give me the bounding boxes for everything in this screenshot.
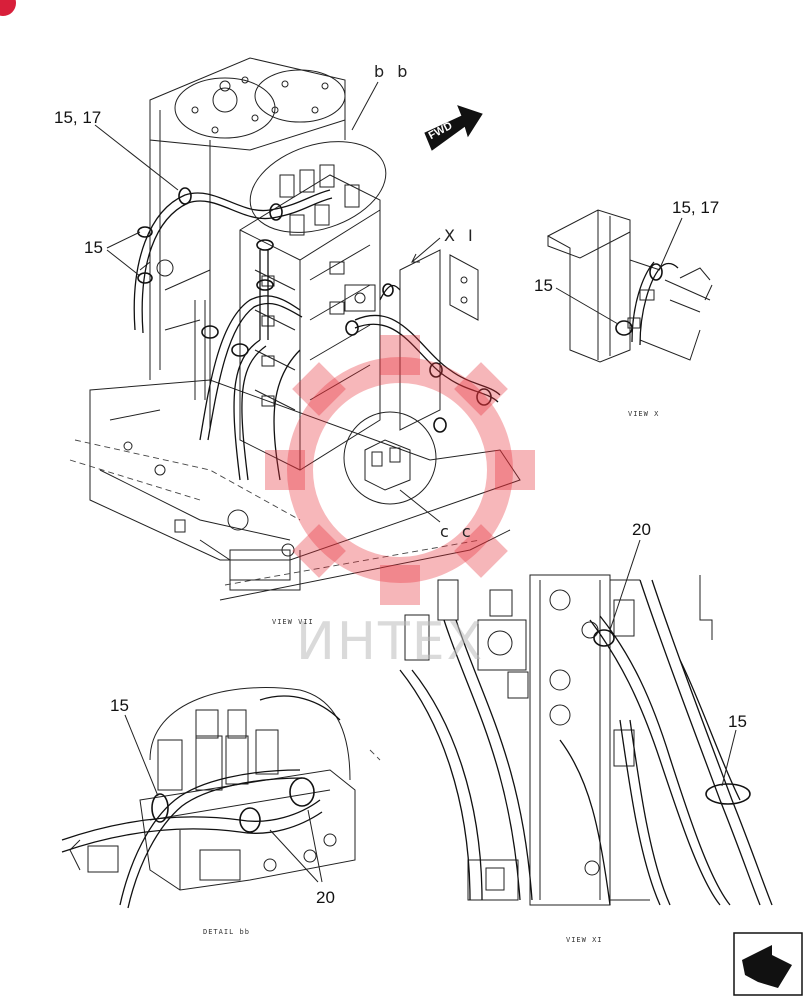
viewx-callout-15-17: 15, 17	[672, 198, 720, 217]
viewx-callout-15: 15	[534, 276, 553, 295]
fwd-arrow-icon	[424, 105, 483, 151]
detail-bb-drawing	[61, 687, 381, 909]
next-page-arrow-icon	[733, 932, 803, 996]
detail-bb-caption: DETAIL bb	[203, 928, 250, 936]
watermark-text: ИНТЕХ	[296, 612, 485, 672]
detailbb-callout-15: 15	[110, 696, 129, 715]
main-xi-letters: X I	[444, 226, 477, 245]
detailbb-callout-20: 20	[316, 888, 335, 907]
viewxi-callout-15: 15	[728, 712, 747, 731]
main-bb-letters: b b	[374, 62, 412, 81]
main-cc-letters: c c	[440, 522, 475, 541]
view-xi-drawing	[399, 539, 773, 906]
view-vii-caption: VIEW VII	[272, 618, 314, 626]
view-x-caption: VIEW X	[628, 410, 660, 418]
view-xi-caption: VIEW XI	[566, 936, 603, 944]
main-view-drawing	[69, 57, 521, 601]
viewxi-callout-20: 20	[632, 520, 651, 539]
view-x-drawing	[546, 209, 713, 363]
corner-badge-icon	[0, 0, 16, 16]
main-callout-15: 15	[84, 238, 103, 257]
main-callout-15-17: 15, 17	[54, 108, 102, 127]
